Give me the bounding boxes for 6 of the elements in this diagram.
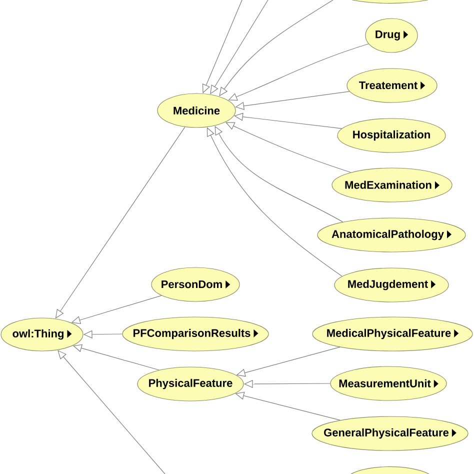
class-ellipse — [350, 466, 430, 474]
class-ellipse — [352, 0, 428, 4]
arrow — [235, 91, 350, 110]
arrow — [58, 350, 166, 474]
arrow — [219, 0, 334, 96]
arrow — [202, 0, 242, 94]
